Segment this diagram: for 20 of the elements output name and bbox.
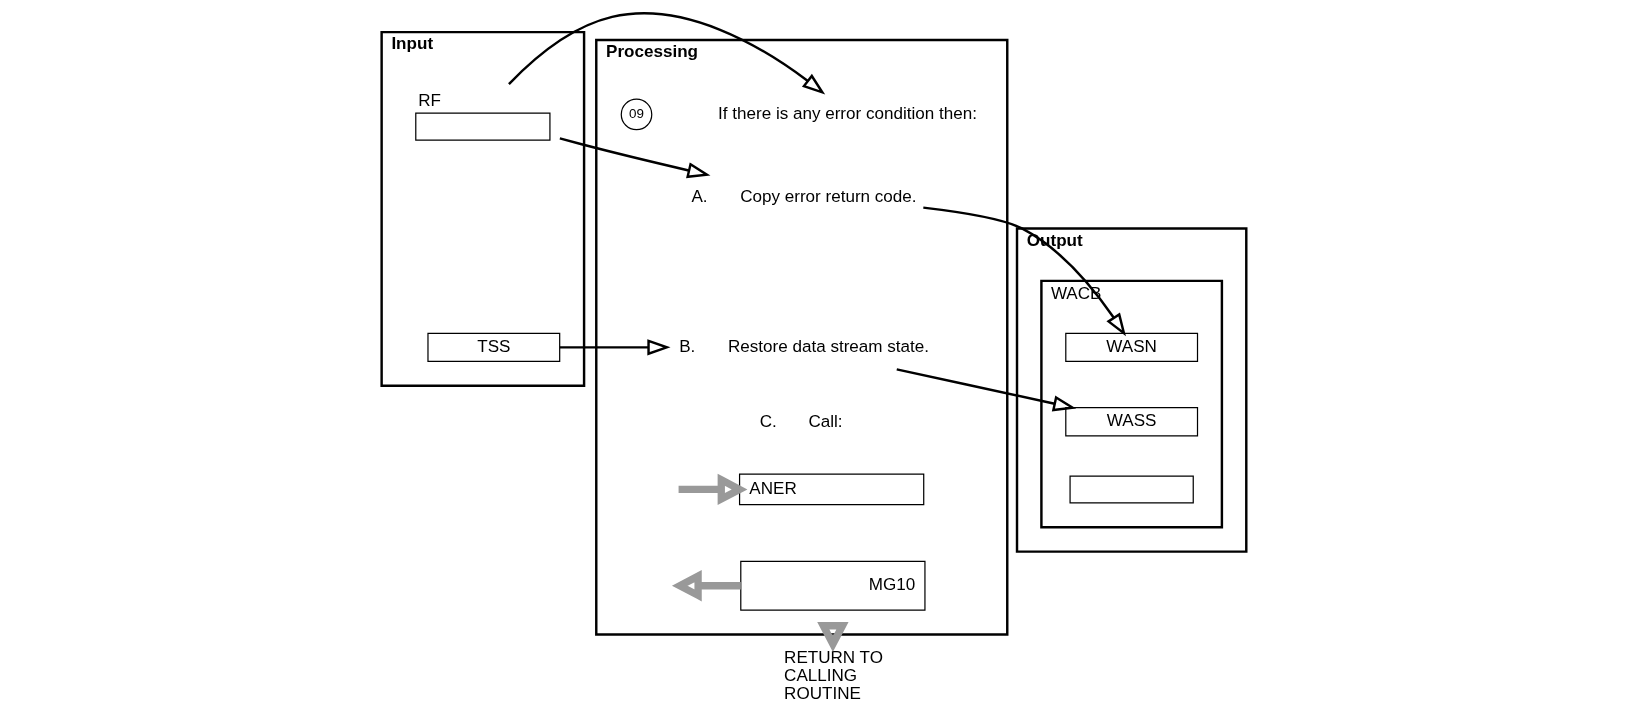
arrow: [923, 206, 1126, 337]
arrow: [896, 368, 1077, 412]
node-label: RF: [418, 91, 441, 111]
node-text: C. Call:: [759, 411, 843, 431]
node-box: ANER: [738, 473, 925, 506]
node-box: [415, 112, 551, 141]
arrow: [559, 339, 671, 356]
node-box: TSS: [427, 332, 561, 362]
node-box: WASN: [1065, 332, 1199, 362]
node-text: A. Copy error return code.: [691, 186, 917, 206]
node-box: MG10: [740, 560, 926, 611]
node-text: If there is any error condition then:: [718, 103, 977, 123]
node-text: B. Restore data stream state.: [679, 337, 930, 357]
arrow: [508, 12, 826, 95]
node-circle: 09: [620, 98, 653, 131]
node-text: RETURN TO CALLING ROUTINE: [784, 647, 884, 704]
node-box: WASS: [1065, 407, 1199, 437]
arrow: [559, 137, 711, 179]
arrow: [817, 622, 849, 652]
node-box: [1069, 475, 1194, 504]
